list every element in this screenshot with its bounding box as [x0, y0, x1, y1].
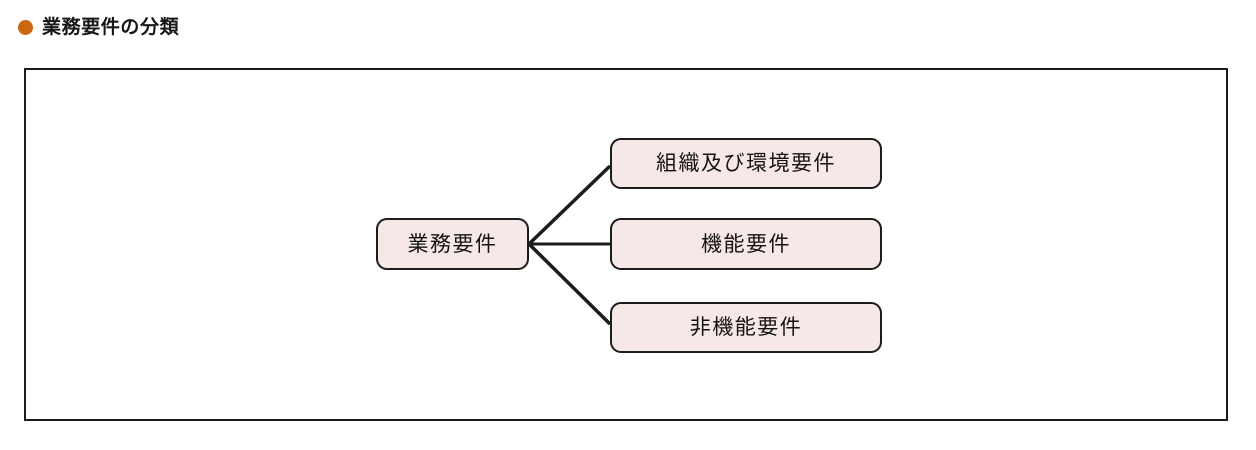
connector-root-to-child-0 — [527, 164, 612, 246]
tree-node-label: 機能要件 — [701, 232, 791, 256]
tree-node-functional: 機能要件 — [610, 218, 882, 270]
connector-root-to-child-2 — [527, 242, 612, 326]
figure-frame: 業務要件 組織及び環境要件 機能要件 非機能要件 — [24, 68, 1228, 421]
tree-node-label: 組織及び環境要件 — [656, 152, 836, 175]
tree-node-organization-environment: 組織及び環境要件 — [610, 138, 882, 189]
tree-node-non-functional: 非機能要件 — [610, 302, 882, 353]
page-title-text: 業務要件の分類 — [42, 16, 180, 38]
page-title: 業務要件の分類 — [18, 14, 179, 40]
tree-node-label: 非機能要件 — [689, 316, 803, 339]
tree-node-root-label: 業務要件 — [407, 232, 498, 256]
tree-node-root: 業務要件 — [376, 218, 529, 270]
bullet-circle-icon — [18, 19, 33, 35]
requirements-tree-diagram: 業務要件 組織及び環境要件 機能要件 非機能要件 — [26, 70, 1226, 419]
